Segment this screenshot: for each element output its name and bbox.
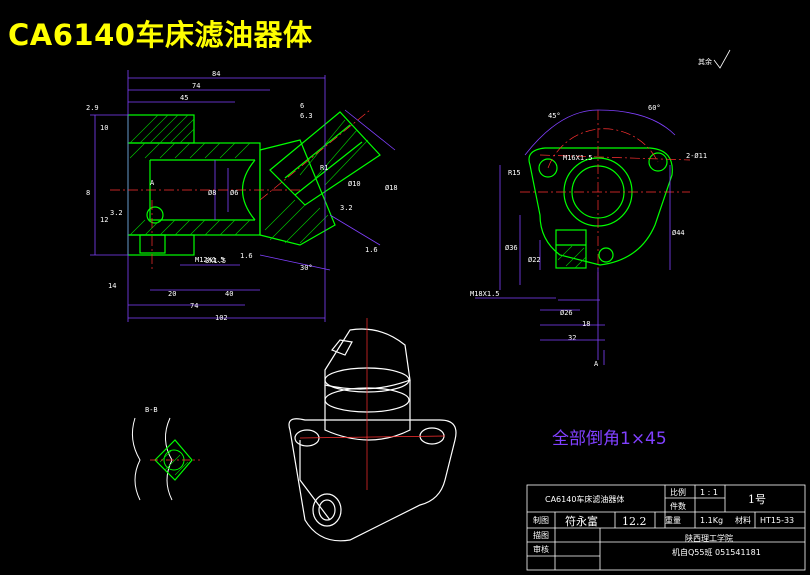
dim-d36: Ø36 [505, 244, 518, 252]
dim-12: 12 [100, 216, 108, 224]
front-view-centerlines [110, 109, 371, 270]
dim-1-6-b: 1.6 [365, 246, 378, 254]
dim-r15: R15 [508, 169, 521, 177]
tb-designer-label: 制图 [533, 515, 549, 525]
dim-102: 102 [215, 314, 228, 322]
tb-checker-label: 描图 [533, 530, 549, 540]
front-view: 84 74 45 2.9 10 8 12 6 A 14 M12X1.5 20 4… [86, 70, 398, 322]
tb-scale-value: 1 : 1 [700, 488, 718, 497]
dim-60deg: 60° [648, 104, 661, 112]
dim-d18: Ø18 [385, 184, 398, 192]
dim-6-3: 6.3 [300, 112, 313, 120]
dim-d8: Ø8 [208, 189, 216, 197]
side-view-centerlines [520, 110, 691, 280]
dim-d22: Ø22 [528, 256, 541, 264]
roughness-label: 其余 [698, 57, 712, 66]
dim-74-bottom: 74 [190, 302, 198, 310]
dim-8: 8 [86, 189, 90, 197]
tb-class-info: 机自Q55班 051541181 [672, 547, 761, 557]
side-view-dimension-texts: 45° 60° 2-Ø11 R15 M16X1.5 Ø44 Ø36 Ø22 18… [470, 104, 707, 368]
dim-3-2-a: 3.2 [340, 204, 353, 212]
tb-sheet-no: 1号 [748, 493, 766, 506]
dim-74-top: 74 [192, 82, 200, 90]
dim-2-9: 2.9 [86, 104, 99, 112]
dim-10: 10 [100, 124, 108, 132]
detail-label: B-B [145, 406, 158, 414]
dim-m16: M16X1.5 [563, 154, 593, 162]
chamfer-note: 全部倒角1×45 [552, 429, 667, 449]
dim-40: 40 [225, 290, 233, 298]
detail-view: B-B [131, 406, 200, 501]
dim-30deg: 30° [300, 264, 313, 272]
dim-84: 84 [212, 70, 220, 78]
front-view-outline [127, 111, 381, 256]
front-view-hatching [129, 114, 369, 244]
dim-45deg: 45° [548, 112, 561, 120]
isometric-centerlines [299, 318, 446, 490]
dim-2-d11: 2-Ø11 [686, 152, 707, 160]
front-view-dimension-lines [90, 70, 396, 322]
drawing-title: CA6140车床滤油器体 [8, 18, 313, 52]
dim-18: 18 [582, 320, 590, 328]
tb-reviewer-label: 审核 [533, 544, 549, 554]
title-block: CA6140车床滤油器体 比例 1 : 1 件数 1号 制图 符永富 12.2 … [526, 484, 806, 571]
tb-designer: 符永富 [565, 514, 598, 528]
dim-20: 20 [168, 290, 176, 298]
dim-d6: Ø6 [230, 189, 238, 197]
tb-material-label: 材料 [735, 515, 751, 525]
roughness-symbol: 其余 [698, 49, 731, 69]
tb-weight: 1.1Kg [700, 516, 723, 525]
dim-d26: Ø26 [560, 309, 573, 317]
tb-count-label: 件数 [670, 501, 686, 511]
side-view-hatching [557, 245, 587, 269]
tb-weight-label: 重量 [665, 515, 681, 525]
tb-date: 12.2 [622, 515, 647, 528]
thread-label: M18X1.5 [470, 290, 500, 298]
dim-14: 14 [108, 282, 116, 290]
dim-d44: Ø44 [672, 229, 685, 237]
tb-material: HT15-33 [760, 516, 794, 525]
side-view: 45° 60° 2-Ø11 R15 M16X1.5 Ø44 Ø36 Ø22 18… [470, 104, 707, 368]
dim-1-6-a: 1.6 [240, 252, 253, 260]
tb-part-name: CA6140车床滤油器体 [545, 494, 624, 504]
dim-3x1-5: 3X1.5 [205, 257, 226, 265]
dim-m12: M12X1.5 [195, 256, 225, 264]
dim-r1: R1 [320, 164, 328, 172]
side-label-A: A [594, 360, 599, 368]
side-view-outline [528, 147, 673, 269]
dim-45: 45 [180, 94, 188, 102]
dim-d10: Ø10 [348, 180, 361, 188]
tb-school: 陕西理工学院 [685, 533, 733, 543]
dim-3-2-b: 3.2 [110, 209, 123, 217]
label-A: A [150, 179, 155, 187]
front-view-dimension-texts: 84 74 45 2.9 10 8 12 6 A 14 M12X1.5 20 4… [86, 70, 398, 322]
dim-32: 32 [568, 334, 576, 342]
side-view-frame [540, 339, 605, 365]
dim-6: 6 [300, 102, 304, 110]
tb-scale-label: 比例 [670, 487, 686, 497]
isometric-view [288, 328, 457, 542]
side-view-dimension-lines [475, 109, 676, 360]
